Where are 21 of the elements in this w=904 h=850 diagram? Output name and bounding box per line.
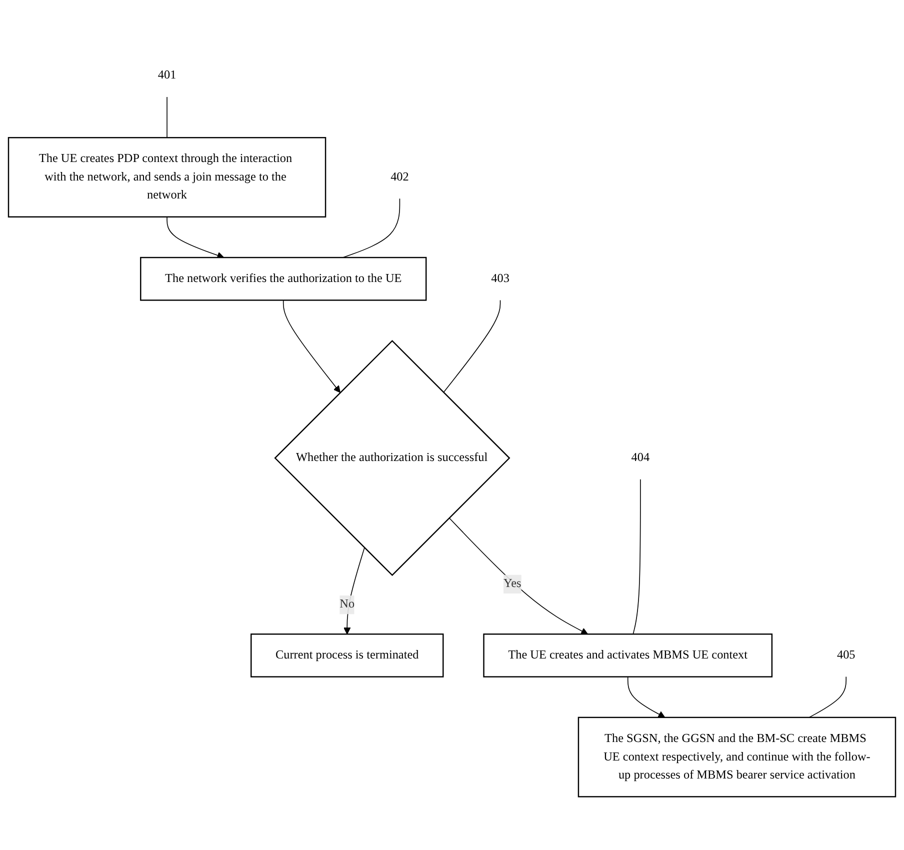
node-box: The UE creates and activates MBMS UE context [483,633,773,677]
node-box: The UE creates PDP context through the interaction with the network, and sends a join message to the network [8,136,326,217]
edge-label: No [340,597,355,610]
node-text: 404 [631,450,650,464]
arrow [282,299,340,392]
node-text: 401 [158,68,176,82]
node-box: The SGSN, the GGSN and the BM-SC create MBMS UE context respectively, and continue with the follow-up processes of MBMS bearer service activation [578,716,896,797]
node-text: 402 [390,170,409,184]
arrow [627,676,666,718]
connector [632,478,641,634]
node-text: 403 [491,272,510,285]
edge-label: Yes [504,576,522,590]
connector [166,96,168,138]
arrow [344,546,365,634]
node-box: The network verifies the authorization to the UE [140,256,427,300]
arrow [448,516,588,634]
node-diamond: Whether the authorization is successful [274,339,510,576]
connector [443,299,501,392]
node-box: Current process is terminated [250,633,444,677]
node-text: 405 [836,648,856,662]
arrow [166,216,224,258]
